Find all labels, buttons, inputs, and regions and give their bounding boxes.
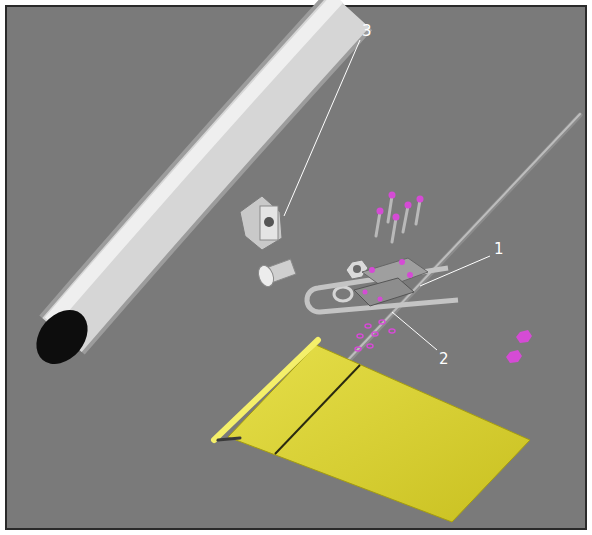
clamp-plate [354,278,414,306]
flag-rod-end [218,438,240,440]
callout-number: 2 [439,352,449,367]
screw-head [369,267,375,273]
screws [376,192,424,243]
screw-head [405,202,412,209]
hex-nut [346,260,368,279]
small-washer [372,332,378,336]
screw-head [417,196,424,203]
small-washer [379,320,385,324]
screw-shank [403,206,408,232]
screw-head [393,214,400,221]
screw-shank [392,218,396,242]
screw-head [407,272,413,278]
tube-highlight [50,0,338,322]
tube [62,10,350,335]
flag-panel [228,345,530,522]
rod [330,115,580,380]
clevis-bracket [240,196,282,250]
small-washers [355,320,395,351]
leader-lines [284,40,490,350]
loose-nut [516,330,532,343]
flag-sleeve [214,340,318,440]
rod-highlight [330,114,580,379]
screw-head [363,290,368,295]
nut-hole [353,265,361,273]
flag-seam [275,365,360,454]
screw-shank [416,200,420,224]
screw-head [399,259,405,265]
clevis-plate [260,206,278,240]
bolt-head [256,263,277,288]
callout-number: 3 [362,24,372,39]
screw-head [377,208,384,215]
small-washer [365,324,371,328]
screw-head [378,297,383,302]
callout-number: 1 [494,242,504,257]
small-washer [355,347,361,351]
small-washer [367,344,373,348]
tube-end [26,300,98,374]
washer [334,287,352,301]
leader-line [392,312,437,350]
leader-line [420,256,490,286]
small-washer [389,329,395,333]
loose-nut [506,350,522,363]
leader-line [284,40,360,216]
small-washer [357,334,363,338]
clevis-hole [264,217,274,227]
tube-shadow [62,10,350,335]
screw-head [389,192,396,199]
screw-shank [376,212,380,236]
screw-shank [388,196,392,222]
